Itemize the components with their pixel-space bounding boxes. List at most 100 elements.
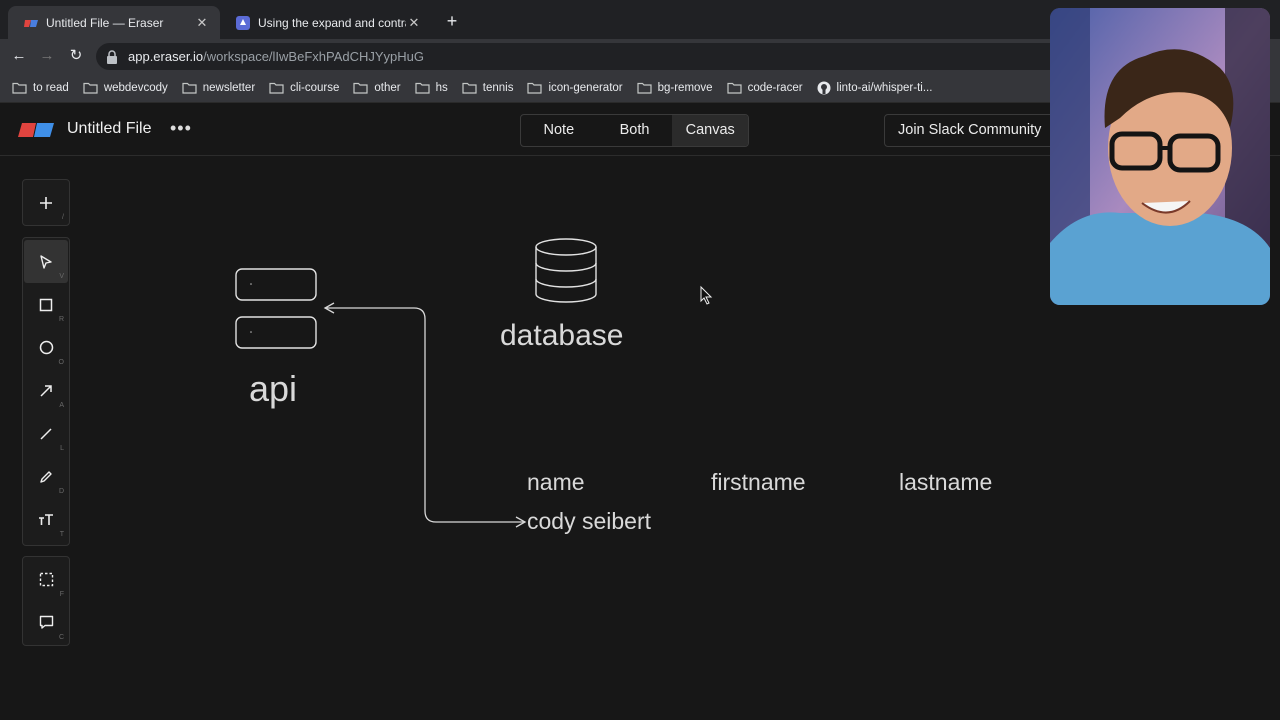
browser-tab-eraser[interactable]: Untitled File — Eraser ✕ bbox=[8, 6, 220, 39]
folder-icon bbox=[12, 82, 27, 94]
column-lastname-label[interactable]: lastname bbox=[899, 469, 993, 495]
folder-icon bbox=[527, 82, 543, 94]
bookmark-label: hs bbox=[435, 81, 448, 94]
column-name-label[interactable]: name bbox=[527, 469, 585, 495]
bookmark-item[interactable]: icon-generator bbox=[527, 81, 623, 94]
circle-icon bbox=[39, 340, 53, 355]
shortcut-key: O bbox=[58, 359, 64, 366]
comment-tool-button[interactable]: C bbox=[24, 601, 68, 644]
folder-icon bbox=[83, 82, 98, 94]
line-tool-button[interactable]: L bbox=[24, 412, 68, 455]
mode-note-button[interactable]: Note bbox=[543, 122, 575, 138]
text-size-icon bbox=[39, 513, 53, 525]
drawing-tool-group: V R O A L D T bbox=[22, 237, 70, 546]
url-text: app.eraser.io/workspace/lIwBeFxhPAdCHJYy… bbox=[128, 49, 424, 64]
bookmark-item[interactable]: webdevcody bbox=[83, 82, 168, 94]
shortcut-key: L bbox=[60, 445, 64, 452]
bookmark-item[interactable]: bg-remove bbox=[637, 82, 713, 94]
text-tool-button[interactable]: T bbox=[24, 498, 68, 541]
api-label[interactable]: api bbox=[249, 368, 298, 409]
tab-title: Untitled File — Eraser bbox=[46, 15, 164, 30]
eraser-logo-icon[interactable] bbox=[18, 123, 54, 137]
close-tab-icon[interactable]: ✕ bbox=[196, 14, 208, 30]
bookmark-label: icon-generator bbox=[548, 81, 623, 94]
folder-icon bbox=[462, 82, 477, 94]
api-box-bottom[interactable] bbox=[235, 316, 317, 349]
rectangle-icon bbox=[39, 298, 53, 311]
back-arrow-icon[interactable]: ← bbox=[11, 47, 27, 64]
bookmark-item[interactable]: to read bbox=[12, 82, 69, 94]
bookmark-item[interactable]: tennis bbox=[462, 81, 514, 94]
line-icon bbox=[40, 427, 52, 440]
pencil-icon bbox=[40, 470, 52, 483]
bookmark-item[interactable]: hs bbox=[415, 82, 448, 94]
plus-icon bbox=[40, 196, 52, 209]
file-title[interactable]: Untitled File bbox=[67, 120, 152, 137]
close-tab-icon[interactable]: ✕ bbox=[408, 14, 420, 30]
folder-icon bbox=[726, 82, 742, 94]
circle-tool-button[interactable]: O bbox=[24, 326, 68, 369]
browser-toolbar: ← → ↻ app.eraser.io/workspace/lIwBeFxhPA… bbox=[0, 39, 1280, 73]
folder-icon bbox=[637, 82, 652, 94]
address-bar[interactable]: app.eraser.io/workspace/lIwBeFxhPAdCHJYy… bbox=[96, 43, 1096, 70]
bookmark-label: tennis bbox=[482, 81, 514, 94]
shortcut-key: / bbox=[62, 214, 64, 221]
arrowhead-left bbox=[323, 302, 335, 314]
rectangle-tool-button[interactable]: R bbox=[24, 283, 68, 326]
bookmark-label: newsletter bbox=[202, 81, 256, 94]
folder-icon bbox=[353, 82, 368, 94]
folder-icon bbox=[415, 82, 430, 94]
eraser-favicon-icon bbox=[24, 19, 38, 27]
arrow-tool-button[interactable]: A bbox=[24, 369, 68, 412]
bookmark-label: linto-ai/whisper-ti... bbox=[836, 81, 933, 94]
bookmark-item[interactable]: linto-ai/whisper-ti... bbox=[817, 81, 933, 95]
bookmark-label: cli-course bbox=[290, 81, 340, 94]
bookmark-item[interactable]: other bbox=[353, 81, 401, 94]
frame-icon bbox=[39, 572, 53, 587]
api-box-top[interactable] bbox=[235, 268, 317, 301]
view-mode-switcher: Note Both Canvas bbox=[520, 114, 749, 147]
row-value-label[interactable]: cody seibert bbox=[527, 508, 652, 534]
database-label[interactable]: database bbox=[500, 319, 624, 352]
bookmark-label: code-racer bbox=[747, 81, 803, 94]
webcam-video-overlay bbox=[1050, 8, 1270, 305]
column-firstname-label[interactable]: firstname bbox=[711, 469, 806, 495]
folder-icon bbox=[182, 82, 197, 94]
dot-marker bbox=[250, 283, 252, 285]
shortcut-key: T bbox=[59, 531, 64, 538]
bookmark-item[interactable]: newsletter bbox=[182, 82, 255, 94]
reload-icon[interactable]: ↻ bbox=[69, 47, 83, 64]
shortcut-key: F bbox=[59, 591, 64, 598]
more-options-icon[interactable]: ••• bbox=[170, 118, 192, 138]
select-tool-button[interactable]: V bbox=[24, 240, 68, 283]
bookmark-item[interactable]: code-racer bbox=[726, 81, 803, 94]
shortcut-key: D bbox=[58, 488, 64, 495]
browser-tab-docs[interactable]: Using the expand and contract ✕ bbox=[220, 6, 432, 39]
shortcut-key: C bbox=[58, 634, 64, 641]
add-tool-button[interactable]: / bbox=[24, 181, 68, 224]
mode-both-button[interactable]: Both bbox=[619, 122, 650, 138]
folder-icon bbox=[269, 82, 284, 94]
database-cylinder-icon[interactable] bbox=[535, 238, 597, 303]
new-tab-button[interactable]: + bbox=[446, 11, 458, 31]
arrowhead-right bbox=[515, 516, 527, 528]
docs-favicon-icon bbox=[236, 15, 250, 30]
url-path: /workspace/lIwBeFxhPAdCHJYypHuG bbox=[203, 49, 425, 64]
shortcut-key: A bbox=[59, 402, 64, 409]
frame-tool-group: F C bbox=[22, 556, 70, 646]
frame-tool-button[interactable]: F bbox=[24, 558, 68, 601]
bookmark-item[interactable]: cli-course bbox=[269, 82, 339, 94]
forward-arrow-icon[interactable]: → bbox=[39, 47, 55, 64]
bookmark-label: webdevcody bbox=[103, 81, 168, 94]
shortcut-key: V bbox=[59, 273, 64, 280]
bookmark-label: other bbox=[374, 81, 401, 94]
github-icon bbox=[817, 81, 831, 94]
tab-title: Using the expand and contract bbox=[258, 15, 406, 30]
pointer-icon bbox=[40, 254, 52, 269]
pencil-tool-button[interactable]: D bbox=[24, 455, 68, 498]
bookmark-label: to read bbox=[33, 81, 69, 94]
connector-arrow[interactable] bbox=[326, 307, 524, 523]
shortcut-key: R bbox=[58, 316, 64, 323]
mode-canvas-button[interactable]: Canvas bbox=[672, 115, 748, 146]
